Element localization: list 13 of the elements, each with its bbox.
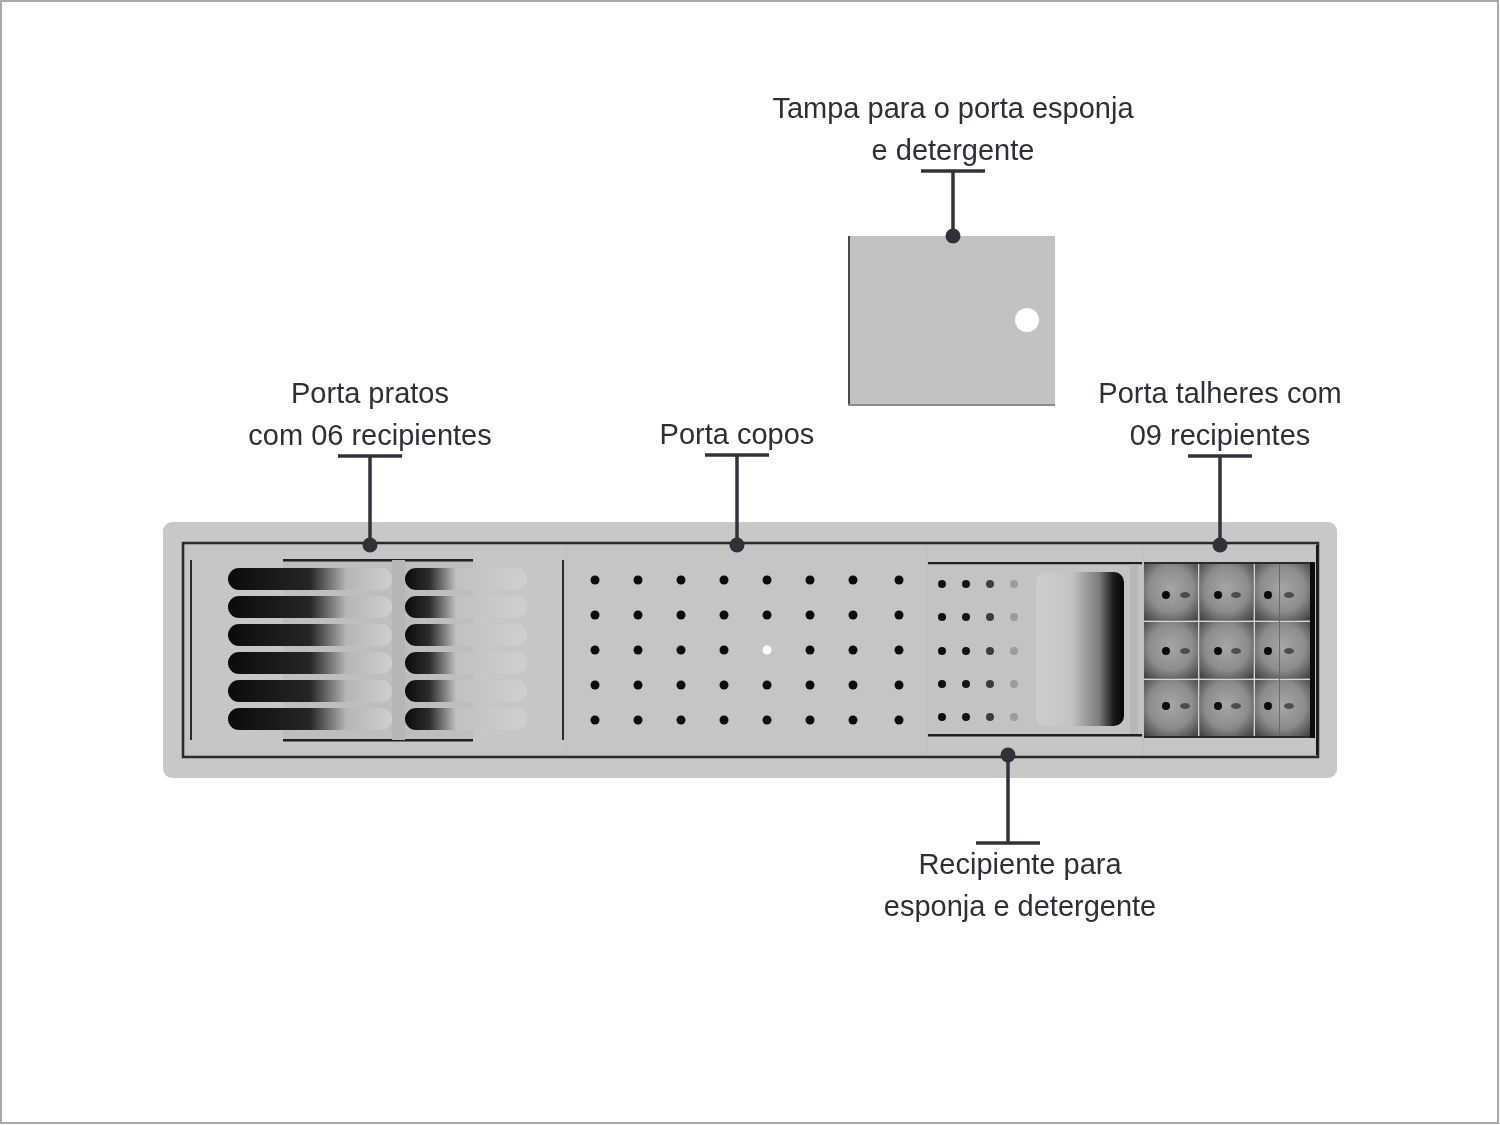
leader-line bbox=[336, 454, 404, 553]
leader-line bbox=[1186, 454, 1254, 553]
cutlery-holder bbox=[1144, 545, 1315, 755]
callout-label: Tampa para o porta esponja e detergente bbox=[772, 87, 1134, 171]
callout-label: Porta copos bbox=[659, 413, 815, 455]
plate-rack bbox=[186, 545, 565, 755]
leader-line bbox=[703, 453, 771, 553]
leader-line bbox=[974, 747, 1042, 845]
leader-line bbox=[919, 169, 987, 244]
callout-label: Porta pratos com 06 recipientes bbox=[248, 372, 492, 456]
callout-label: Porta talheres com 09 recipientes bbox=[1098, 372, 1342, 456]
callout-label: Recipiente para esponja e detergente bbox=[883, 843, 1157, 927]
lid-panel bbox=[848, 236, 1055, 406]
